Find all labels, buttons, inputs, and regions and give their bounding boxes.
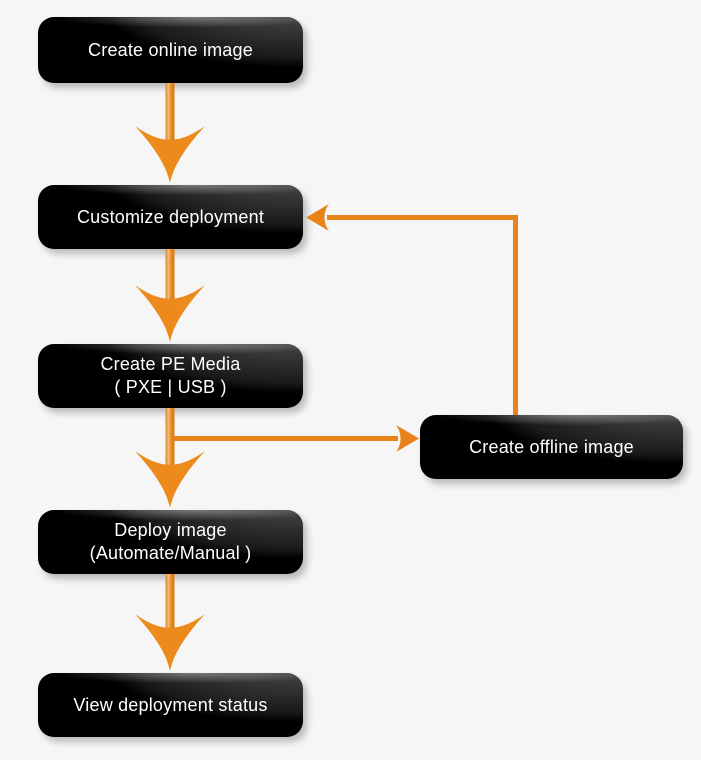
arrow-pe-media-to-deploy-icon <box>135 408 205 508</box>
node-label: Create PE Media <box>100 354 241 374</box>
edge-offline-to-customize-horizontal-line <box>327 215 518 220</box>
node-view-deployment-status: View deployment status <box>38 673 303 737</box>
node-label-line2: ( PXE | USB ) <box>114 377 227 397</box>
edge-offline-to-customize-vertical-line <box>513 215 518 415</box>
node-create-offline-image: Create offline image <box>420 415 683 479</box>
node-label: View deployment status <box>73 694 268 715</box>
arrow-create-online-to-customize-icon <box>135 83 205 183</box>
node-label: Customize deployment <box>76 206 265 227</box>
arrow-customize-to-pe-media-icon <box>135 249 205 342</box>
node-create-pe-media: Create PE Media ( PXE | USB ) <box>38 344 303 408</box>
node-label: Deploy image <box>114 520 227 540</box>
arrowhead-right-icon <box>396 425 419 452</box>
edge-pe-media-to-offline-line <box>174 436 398 441</box>
node-customize-deployment: Customize deployment <box>38 185 303 249</box>
node-label: Create offline image <box>469 436 634 457</box>
node-label: Create online image <box>88 39 253 60</box>
arrowhead-left-icon <box>306 204 329 231</box>
arrow-deploy-to-view-status-icon <box>135 574 205 671</box>
node-deploy-image: Deploy image (Automate/Manual ) <box>38 510 303 574</box>
node-create-online-image: Create online image <box>38 17 303 83</box>
node-label-line2: (Automate/Manual ) <box>89 543 252 563</box>
